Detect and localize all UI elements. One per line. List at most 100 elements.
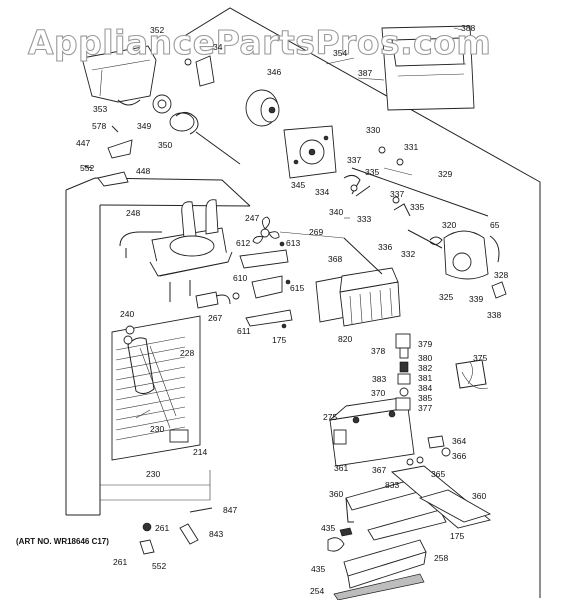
brackets-610-611 xyxy=(239,241,293,329)
fan-blade-612 xyxy=(252,216,280,244)
part-label: 228 xyxy=(180,348,194,358)
part-label: 552 xyxy=(152,561,166,571)
grille-254 xyxy=(333,573,425,600)
part-label: 833 xyxy=(385,480,399,490)
part-label: 615 xyxy=(290,283,304,293)
part-label: 346 xyxy=(267,67,281,77)
part-label: 360 xyxy=(472,491,486,501)
part-label: 381 xyxy=(418,373,432,383)
part-label: 383 xyxy=(372,374,386,384)
part-label: 435 xyxy=(321,523,335,533)
part-label: 330 xyxy=(366,125,380,135)
part-label: 275 xyxy=(323,412,337,422)
part-label: 320 xyxy=(442,220,456,230)
bracket-345 xyxy=(283,125,337,179)
part-label: 610 xyxy=(233,273,247,283)
part-label: 552 xyxy=(80,163,94,173)
small-parts-447-448-578 xyxy=(83,125,133,187)
parts-364-367 xyxy=(406,435,451,466)
part-label: 332 xyxy=(401,249,415,259)
shroud-248 xyxy=(119,231,191,302)
leader-lines xyxy=(135,27,463,513)
part-label: 336 xyxy=(378,242,392,252)
solenoid-320-325 xyxy=(429,230,507,299)
part-label: 337 xyxy=(390,189,404,199)
part-label: 388 xyxy=(461,23,475,33)
part-label: 820 xyxy=(338,334,352,344)
part-label: 365 xyxy=(431,469,445,479)
part-label: 328 xyxy=(494,270,508,280)
part-label: 329 xyxy=(438,169,452,179)
part-label: 847 xyxy=(223,505,237,515)
fan-motor-247 xyxy=(149,199,233,277)
part-label: 175 xyxy=(272,335,286,345)
part-label: 380 xyxy=(418,353,432,363)
part-label: 448 xyxy=(136,166,150,176)
part-label: 611 xyxy=(237,326,251,336)
part-label: 367 xyxy=(372,465,386,475)
linkage-rods xyxy=(343,146,489,249)
part-label: 377 xyxy=(418,403,432,413)
part-label: 382 xyxy=(418,363,432,373)
part-label: 335 xyxy=(365,167,379,177)
part-label: 384 xyxy=(418,383,432,393)
part-label: 65 xyxy=(490,220,500,230)
part-label: 254 xyxy=(310,586,324,596)
drip-tray-258 xyxy=(343,539,427,589)
small-part-240 xyxy=(125,325,135,335)
watermark-text: AppliancePartsPros.com xyxy=(28,23,491,62)
bracket-34 xyxy=(184,55,215,87)
part-label: 240 xyxy=(120,309,134,319)
part-label: 360 xyxy=(329,489,343,499)
part-label: 375 xyxy=(473,353,487,363)
cabinet-outline xyxy=(65,7,541,598)
part-label: 337 xyxy=(347,155,361,165)
part-label: 353 xyxy=(93,104,107,114)
part-label: 230 xyxy=(146,469,160,479)
part-label: 352 xyxy=(150,25,164,35)
part-label: 247 xyxy=(245,213,259,223)
part-label: 370 xyxy=(371,388,385,398)
harness-267 xyxy=(195,291,240,309)
part-label: 364 xyxy=(452,436,466,446)
part-label: 339 xyxy=(469,294,483,304)
art-number-note: (ART NO. WR18646 C17) xyxy=(16,537,109,546)
shelf-rails-360 xyxy=(345,465,492,541)
part-label: 325 xyxy=(439,292,453,302)
part-label: 612 xyxy=(236,238,250,248)
part-label: 345 xyxy=(291,180,305,190)
part-labels: 352 34 354 388 387 346 353 349 578 350 4… xyxy=(76,23,508,596)
part-label: 267 xyxy=(208,313,222,323)
part-label: 34 xyxy=(213,42,223,52)
lamp-socket-435 xyxy=(327,527,353,552)
part-label: 361 xyxy=(334,463,348,473)
part-label: 435 xyxy=(311,564,325,574)
part-label: 368 xyxy=(328,254,342,264)
rail-frame-361 xyxy=(328,397,415,467)
ice-bucket-352 xyxy=(81,45,157,106)
part-label: 379 xyxy=(418,339,432,349)
part-label: 350 xyxy=(158,140,172,150)
part-label: 387 xyxy=(358,68,372,78)
part-label: 333 xyxy=(357,214,371,224)
part-label: 340 xyxy=(329,207,343,217)
part-label: 261 xyxy=(155,523,169,533)
part-label: 248 xyxy=(126,208,140,218)
part-label: 843 xyxy=(209,529,223,539)
solenoid-stack-378-385 xyxy=(395,333,411,411)
dispenser-door-387 xyxy=(381,25,475,111)
parts-261-552-843 xyxy=(139,507,213,555)
part-label: 447 xyxy=(76,138,90,148)
part-label: 175 xyxy=(450,531,464,541)
part-label: 230 xyxy=(150,424,164,434)
auger-motor-346 xyxy=(245,89,280,127)
part-label: 331 xyxy=(404,142,418,152)
evaporator-assembly xyxy=(111,315,201,461)
part-label: 338 xyxy=(487,310,501,320)
part-label: 349 xyxy=(137,121,151,131)
part-label: 385 xyxy=(418,393,432,403)
part-label: 269 xyxy=(309,227,323,237)
part-label: 214 xyxy=(193,447,207,457)
wiring-375 xyxy=(455,359,489,389)
